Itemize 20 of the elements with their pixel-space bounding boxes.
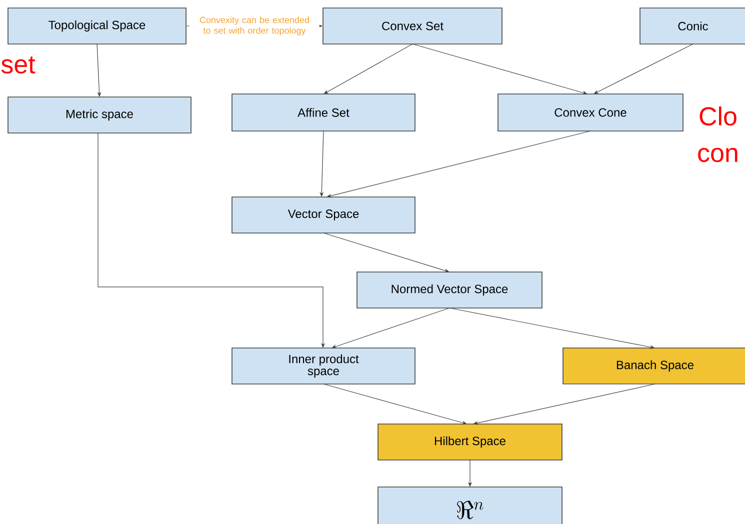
edge-label: Convexity can be extended to set with order topology xyxy=(190,16,320,36)
process-box: Vector Space xyxy=(232,196,416,234)
note-text: Clo xyxy=(700,106,736,126)
arrow xyxy=(594,44,694,94)
process-box: Conic xyxy=(640,8,745,44)
process-box: Affine Set xyxy=(232,94,416,132)
arrow xyxy=(323,232,450,272)
process-box: Metric space xyxy=(8,96,192,134)
process-box: Topological Space xyxy=(8,8,186,44)
process-box: $\Re^{n}$ xyxy=(378,486,562,524)
arrow xyxy=(332,308,450,348)
arrow xyxy=(324,44,413,94)
note-text: con xyxy=(698,148,738,162)
process-box: Inner product space xyxy=(232,348,416,384)
note-text: set xyxy=(1,56,36,74)
process-box: Hilbert Space xyxy=(378,424,562,460)
process-box: Convex Set xyxy=(322,8,502,44)
process-box: Convex Cone xyxy=(498,94,684,132)
process-box: Banach Space xyxy=(562,348,745,384)
process-box: Normed Vector Space xyxy=(356,272,542,308)
